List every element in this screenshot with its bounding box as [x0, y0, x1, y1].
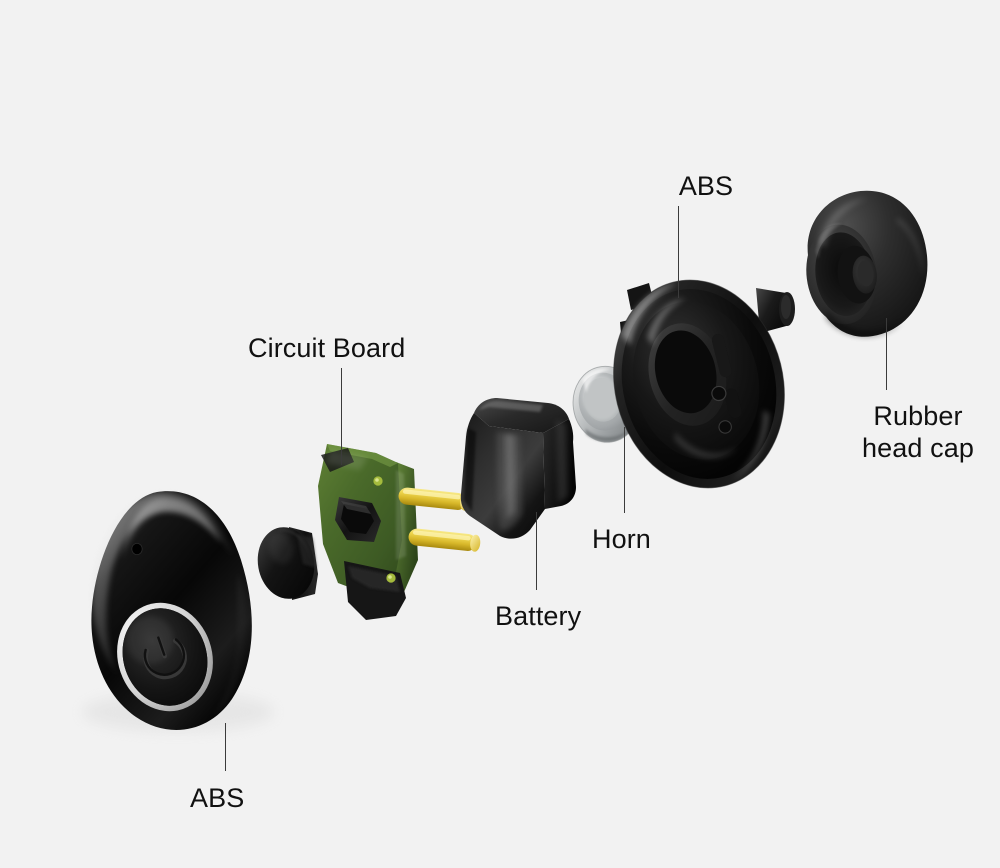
leader-horn [624, 427, 626, 513]
part-abs-body [82, 491, 274, 732]
faceplate-nozzle [756, 288, 795, 333]
label-circuit-board: Circuit Board [248, 333, 406, 363]
leader-circuit-board [341, 368, 343, 465]
power-button[interactable] [103, 590, 228, 725]
label-abs-top: ABS [678, 171, 734, 201]
part-cap-puck [257, 527, 318, 600]
label-horn: Horn [592, 524, 651, 554]
leader-rubber-cap [886, 318, 888, 390]
label-rubber-head-cap: Rubber head cap [862, 401, 974, 463]
part-rubber-head-cap [806, 190, 928, 337]
part-horn [572, 365, 642, 443]
part-circuit-board [318, 444, 418, 620]
pcb-component [335, 497, 381, 542]
leader-abs-top [678, 206, 680, 298]
leader-battery [536, 512, 538, 590]
pcb-gold-pins [398, 487, 481, 552]
label-abs-bottom: ABS [190, 783, 245, 813]
leader-abs-bottom [225, 723, 227, 771]
part-battery [460, 398, 576, 539]
microphone-hole [131, 543, 143, 555]
label-battery: Battery [495, 601, 582, 631]
power-icon [143, 636, 187, 680]
